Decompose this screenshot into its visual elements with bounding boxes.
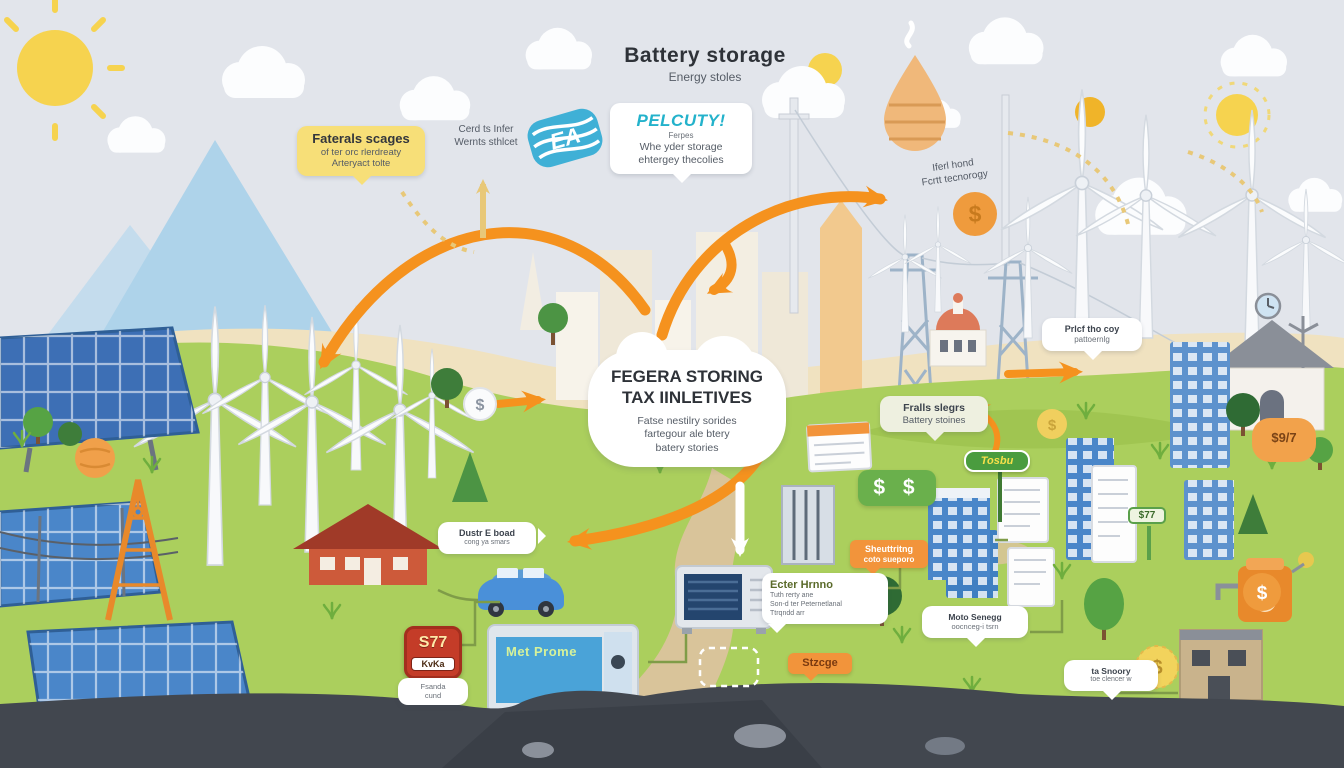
svg-text:$: $ bbox=[1257, 583, 1268, 604]
car-bubble-line2: cong ya smars bbox=[464, 538, 510, 546]
price-line2: pattoernlg bbox=[1074, 334, 1110, 344]
mountain bbox=[40, 140, 340, 345]
pelcuty-sub: Ferpes bbox=[668, 131, 694, 140]
page-title: Battery storage Energy stoles bbox=[585, 44, 825, 84]
dollar-pair-sign: $ $ bbox=[858, 470, 936, 506]
documents bbox=[806, 421, 1137, 607]
sun-icon bbox=[4, 0, 125, 141]
badge-tag: KvKa bbox=[411, 657, 455, 671]
tan-building bbox=[1179, 629, 1263, 701]
solar-array-mid-left bbox=[0, 500, 179, 608]
cloud-line2: fartegour ale btery bbox=[644, 428, 730, 441]
title-subheading: Energy stoles bbox=[668, 70, 742, 84]
cloud-line3: batery stories bbox=[655, 441, 719, 454]
title-heading: Battery storage bbox=[624, 44, 786, 67]
badge-note-line1: Fsanda bbox=[420, 682, 446, 691]
road-sign: Tosbu bbox=[964, 450, 1030, 472]
badge-value: S77 bbox=[418, 634, 448, 651]
sign-posts bbox=[998, 472, 1151, 560]
ecter-line2: Tuth rerty ane bbox=[770, 592, 814, 600]
office-buildings bbox=[928, 342, 1234, 598]
central-cloud: FEGERA STORING TAX IINLETIVES Fatse nest… bbox=[588, 331, 786, 468]
pelcuty-heading: PELCUTY! bbox=[636, 111, 726, 130]
car-bubble: Dustr E boad cong ya smars bbox=[438, 522, 546, 554]
shuttling-line2: coto sueporo bbox=[863, 554, 915, 564]
electric-car bbox=[478, 568, 564, 617]
snoopy-line2: toe clencer w bbox=[1090, 676, 1132, 684]
price-line1: Prlcf tho coy bbox=[1064, 324, 1120, 334]
sun-rays-icon bbox=[1203, 81, 1271, 149]
more-energy-line2: oocnceg-i tsrn bbox=[951, 622, 999, 632]
car-bubble-line1: Dustr E boad bbox=[458, 528, 515, 538]
battery-unit-label: Met Prome bbox=[506, 644, 577, 659]
more-energy-line1: Moto Senegg bbox=[948, 612, 1002, 622]
small-price-sign: $77 bbox=[1128, 507, 1166, 524]
cloud-line1: Fatse nestilry sorides bbox=[637, 414, 737, 427]
church-building bbox=[929, 293, 987, 367]
frails-line1: Fralls slegrs bbox=[903, 402, 965, 414]
pelcuty-line2: ehtergey thecolies bbox=[638, 153, 724, 166]
water-drop-icon bbox=[884, 20, 946, 151]
materials-line1: of ter orc rlerdreaty bbox=[320, 146, 402, 158]
ac-unit bbox=[675, 565, 773, 634]
dashed-guides bbox=[400, 131, 1264, 254]
dirt-path bbox=[598, 468, 744, 722]
ecter-line4: Ttrqndd arr bbox=[770, 609, 805, 617]
frails-bubble: Fralls slegrs Battery stoines bbox=[880, 396, 988, 441]
cloud-heading1: FEGERA STORING bbox=[610, 367, 764, 386]
materials-bubble: Faterals scages of ter orc rlerdreaty Ar… bbox=[297, 126, 425, 185]
battery-rack bbox=[781, 485, 835, 565]
card-note-line1: Cerd ts Infer bbox=[458, 124, 514, 135]
materials-heading: Faterals scages bbox=[312, 131, 410, 146]
card-note: Cerd ts Infer Wernts sthlcet bbox=[432, 124, 540, 149]
svg-text:$: $ bbox=[1048, 417, 1057, 434]
materials-line2: Arteryact tolte bbox=[331, 158, 391, 170]
cloud-body: Fatse nestilry sorides fartegour ale bte… bbox=[598, 415, 776, 456]
svg-text:$: $ bbox=[476, 397, 485, 414]
price-bubble: Prlcf tho coy pattoernlg bbox=[1042, 318, 1142, 360]
red-price-badge: S77 KvKa bbox=[404, 626, 462, 679]
dollar-coins: $ $ $ $ $ bbox=[463, 192, 1316, 689]
storage-tag: Stzcge bbox=[788, 653, 852, 682]
pelcuty-bubble: PELCUTY! Ferpes Whe yder storage ehterge… bbox=[610, 103, 752, 184]
crane-icon bbox=[105, 479, 173, 621]
badge-note-bubble: Fsanda cund bbox=[398, 678, 468, 705]
orange-price-label: $9/7 bbox=[1271, 430, 1297, 445]
rocks bbox=[522, 724, 965, 758]
shuttling-line1: Sheuttritng bbox=[865, 544, 913, 554]
ecter-line1: Ecter Hrnno bbox=[770, 579, 833, 591]
pelcuty-line1: Whe yder storage bbox=[639, 141, 723, 153]
card-note-line2: Wernts sthlcet bbox=[454, 136, 518, 148]
badge-note-line2: cund bbox=[424, 691, 442, 701]
cloud-heading2: TAX IINLETIVES bbox=[621, 388, 753, 408]
more-energy-bubble: Moto Senegg oocnceg-i tsrn bbox=[922, 606, 1028, 647]
snoopy-bubble: ta Snoory toe clencer w bbox=[1064, 660, 1158, 700]
trees bbox=[23, 303, 1333, 640]
snoopy-line1: ta Snoory bbox=[1091, 666, 1131, 676]
frails-line2: Battery stoines bbox=[902, 414, 966, 426]
solar-array-bottom-left bbox=[26, 620, 252, 716]
ea-logo-icon: EA bbox=[527, 108, 603, 168]
ecter-line3: Son-d ter Peternetlanal bbox=[770, 600, 842, 608]
red-house bbox=[293, 504, 443, 585]
shuttling-tag: Sheuttritng coto sueporo bbox=[850, 540, 928, 576]
svg-text:$: $ bbox=[969, 201, 982, 227]
ecter-bubble: Ecter Hrnno Tuth rerty ane Son-d ter Pet… bbox=[762, 573, 888, 634]
